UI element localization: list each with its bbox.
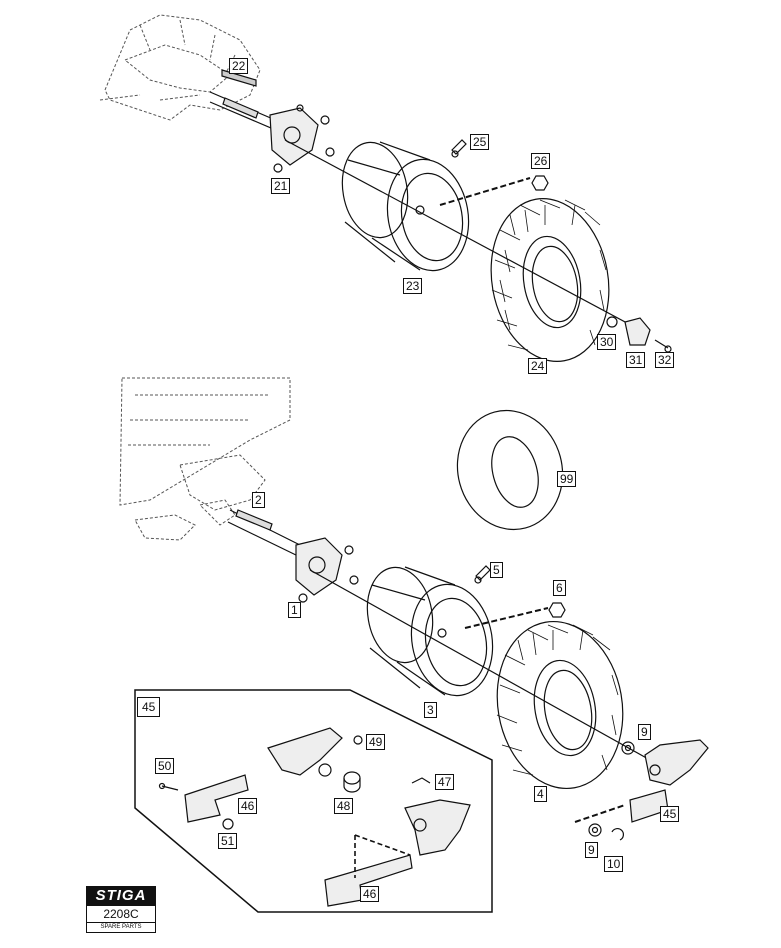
washer-part-9-lower xyxy=(588,823,602,837)
inset-latch-part-46a xyxy=(184,774,249,823)
callout-45-box: 45 xyxy=(137,697,161,717)
callout-2: 2 xyxy=(252,492,265,508)
inset-bracket-part-b xyxy=(404,799,471,856)
washer-part-30 xyxy=(606,316,618,328)
inset-screw-part-50 xyxy=(158,782,179,791)
frame-outline-bottom xyxy=(119,377,291,541)
rim-part-23 xyxy=(341,141,470,272)
callout-21: 21 xyxy=(271,178,291,194)
callout-4: 4 xyxy=(534,786,547,802)
bolt-part-32 xyxy=(654,339,672,353)
diagram-code: 2208C xyxy=(86,906,156,923)
inset-nut-part-51 xyxy=(222,818,234,830)
callout-3: 3 xyxy=(424,702,437,718)
inset-pin-part-49 xyxy=(353,735,363,745)
brand-wordmark: STIGA xyxy=(86,886,156,906)
valve-part-25 xyxy=(451,139,467,158)
callout-22: 22 xyxy=(229,58,249,74)
callout-50: 50 xyxy=(155,758,175,774)
callout-6: 6 xyxy=(553,580,566,596)
inset-latch-part-46b xyxy=(324,834,413,907)
callout-25: 25 xyxy=(470,134,490,150)
nut-part-26 xyxy=(439,175,549,206)
inset-clip-part-47 xyxy=(411,777,431,784)
tyre-part-24 xyxy=(490,198,610,362)
callout-31: 31 xyxy=(626,352,646,368)
tyre-part-4 xyxy=(496,620,624,790)
washer-part-9-upper xyxy=(621,741,635,755)
spare-parts-caption: SPARE PARTS xyxy=(86,923,156,933)
callout-5: 5 xyxy=(490,562,503,578)
clip-part-10 xyxy=(611,828,624,841)
callout-46-upper: 46 xyxy=(238,798,258,814)
inner-tube-part-99 xyxy=(456,409,564,531)
callout-49: 49 xyxy=(366,734,386,750)
key-part-22 xyxy=(221,69,257,87)
axle-shaft-top xyxy=(209,91,281,132)
callout-48: 48 xyxy=(334,798,354,814)
transmission-outline-top xyxy=(99,14,261,121)
callout-24: 24 xyxy=(528,358,548,374)
callout-45: 45 xyxy=(660,806,680,822)
callout-51: 51 xyxy=(218,833,238,849)
axis-line-bottom xyxy=(309,569,651,761)
inset-box-45 xyxy=(134,689,493,913)
callout-9-lower: 9 xyxy=(585,842,598,858)
rim-part-3 xyxy=(366,566,494,697)
callout-99: 99 xyxy=(557,471,577,487)
callout-10: 10 xyxy=(604,856,624,872)
inset-bracket-part xyxy=(267,727,343,777)
inset-bushing-part-48 xyxy=(343,771,361,793)
callout-26: 26 xyxy=(531,153,551,169)
callout-32: 32 xyxy=(655,352,675,368)
bracket-assembly-45 xyxy=(574,739,709,823)
callout-30: 30 xyxy=(597,334,617,350)
callout-47: 47 xyxy=(435,774,455,790)
callout-23: 23 xyxy=(403,278,423,294)
callout-46-lower: 46 xyxy=(360,886,380,902)
valve-part-5 xyxy=(474,565,491,584)
hub-part-1 xyxy=(295,537,359,603)
stiga-logo: STIGA 2208C SPARE PARTS xyxy=(86,886,156,933)
axle-shaft-bottom xyxy=(227,509,301,557)
nut-part-6 xyxy=(464,602,566,629)
hub-part-21 xyxy=(269,104,335,173)
cap-part-31 xyxy=(624,317,651,346)
callout-1: 1 xyxy=(288,602,301,618)
callout-9-upper: 9 xyxy=(638,724,651,740)
axis-line-top xyxy=(284,139,641,331)
